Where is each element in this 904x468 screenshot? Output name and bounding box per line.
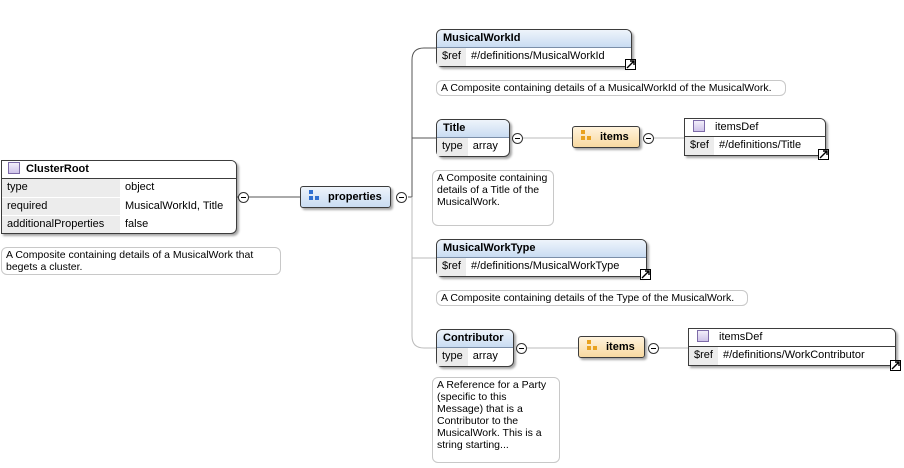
properties-compositor[interactable]: properties: [300, 186, 391, 208]
title-annotation: A Composite containing details of a Titl…: [432, 170, 554, 226]
collapse-minus-icon[interactable]: [648, 343, 659, 354]
title-itemsdef-ref-value: #/definitions/Title: [718, 139, 802, 151]
contributor-itemsdef-title: itemsDef: [719, 331, 763, 343]
musicalworktype-title: MusicalWorkType: [437, 240, 646, 258]
contributor-node[interactable]: Contributor type array: [436, 329, 514, 367]
root-row-required: required MusicalWorkId, Title: [2, 197, 236, 215]
reference-link-arrow-icon[interactable]: [640, 269, 651, 280]
contributor-items-label: items: [606, 341, 635, 353]
title-items-compositor[interactable]: items: [572, 126, 640, 148]
title-type-key: type: [437, 138, 468, 156]
connector-to-musicalworkid: [411, 47, 436, 61]
contributor-annotation: A Reference for a Party (specific to thi…: [432, 377, 560, 463]
root-value-additional-properties: false: [125, 218, 149, 230]
root-row-additional-properties: additionalProperties false: [2, 215, 236, 233]
root-row-type: type object: [2, 179, 236, 197]
collapse-minus-icon[interactable]: [512, 133, 523, 144]
contributor-itemsdef-header: itemsDef: [689, 329, 895, 347]
contributor-itemsdef-node[interactable]: itemsDef $ref #/definitions/WorkContribu…: [688, 328, 896, 366]
properties-label: properties: [328, 191, 382, 203]
cluster-root-title: ClusterRoot: [26, 163, 89, 175]
reference-link-arrow-icon[interactable]: [625, 59, 636, 70]
musicalworktype-annotation: A Composite containing details of the Ty…: [436, 290, 748, 306]
contributor-itemsdef-ref-row: $ref #/definitions/WorkContributor: [689, 347, 895, 365]
musicalworkid-ref-row: $ref #/definitions/MusicalWorkId: [437, 48, 631, 66]
reference-link-arrow-icon[interactable]: [890, 360, 901, 371]
compositor-grid-icon: [587, 340, 598, 351]
contributor-itemsdef-ref-value: #/definitions/WorkContributor: [722, 349, 865, 361]
connector-to-contributor: [411, 335, 436, 349]
collapse-minus-icon[interactable]: [396, 192, 407, 203]
collapse-minus-icon[interactable]: [643, 133, 654, 144]
musicalworktype-ref-value: #/definitions/MusicalWorkType: [470, 260, 620, 272]
title-node-title: Title: [437, 120, 509, 138]
title-itemsdef-node[interactable]: itemsDef $ref #/definitions/Title: [684, 118, 826, 156]
collapse-minus-icon[interactable]: [238, 192, 249, 203]
title-itemsdef-ref-key: $ref: [685, 137, 714, 155]
musicalworkid-annotation: A Composite containing details of a Musi…: [436, 80, 786, 96]
schema-node-icon: [693, 120, 705, 132]
musicalworkid-ref-value: #/definitions/MusicalWorkId: [470, 50, 605, 62]
contributor-title: Contributor: [437, 330, 513, 348]
root-key-type: type: [2, 179, 120, 197]
musicalworkid-ref-key: $ref: [437, 48, 466, 66]
title-items-label: items: [600, 131, 629, 143]
compositor-grid-icon: [309, 190, 320, 201]
compositor-grid-icon: [581, 130, 592, 141]
reference-link-arrow-icon[interactable]: [818, 149, 829, 160]
cluster-root-annotation: A Composite containing details of a Musi…: [1, 247, 281, 275]
contributor-type-key: type: [437, 348, 468, 366]
title-itemsdef-header: itemsDef: [685, 119, 825, 137]
musicalworkid-node[interactable]: MusicalWorkId $ref #/definitions/Musical…: [436, 29, 632, 67]
root-key-required: required: [2, 198, 120, 215]
title-node[interactable]: Title type array: [436, 119, 510, 157]
contributor-itemsdef-ref-key: $ref: [689, 347, 718, 365]
cluster-root-header: ClusterRoot: [2, 161, 236, 179]
musicalworkid-title: MusicalWorkId: [437, 30, 631, 48]
musicalworktype-node[interactable]: MusicalWorkType $ref #/definitions/Music…: [436, 239, 647, 277]
collapse-minus-icon[interactable]: [516, 343, 527, 354]
title-type-value: array: [472, 140, 498, 152]
contributor-type-value: array: [472, 350, 498, 362]
cluster-root-node[interactable]: ClusterRoot type object required Musical…: [1, 160, 237, 234]
musicalworktype-ref-key: $ref: [437, 258, 466, 276]
schema-node-icon: [697, 330, 709, 342]
root-key-additional-properties: additionalProperties: [2, 216, 120, 233]
root-value-type: object: [125, 181, 155, 193]
contributor-type-row: type array: [437, 348, 513, 366]
title-itemsdef-title: itemsDef: [715, 121, 759, 133]
title-type-row: type array: [437, 138, 509, 156]
contributor-items-compositor[interactable]: items: [578, 336, 645, 358]
musicalworktype-ref-row: $ref #/definitions/MusicalWorkType: [437, 258, 646, 276]
schema-node-icon: [8, 162, 20, 174]
title-itemsdef-ref-row: $ref #/definitions/Title: [685, 137, 825, 155]
root-value-required: MusicalWorkId, Title: [125, 200, 224, 212]
